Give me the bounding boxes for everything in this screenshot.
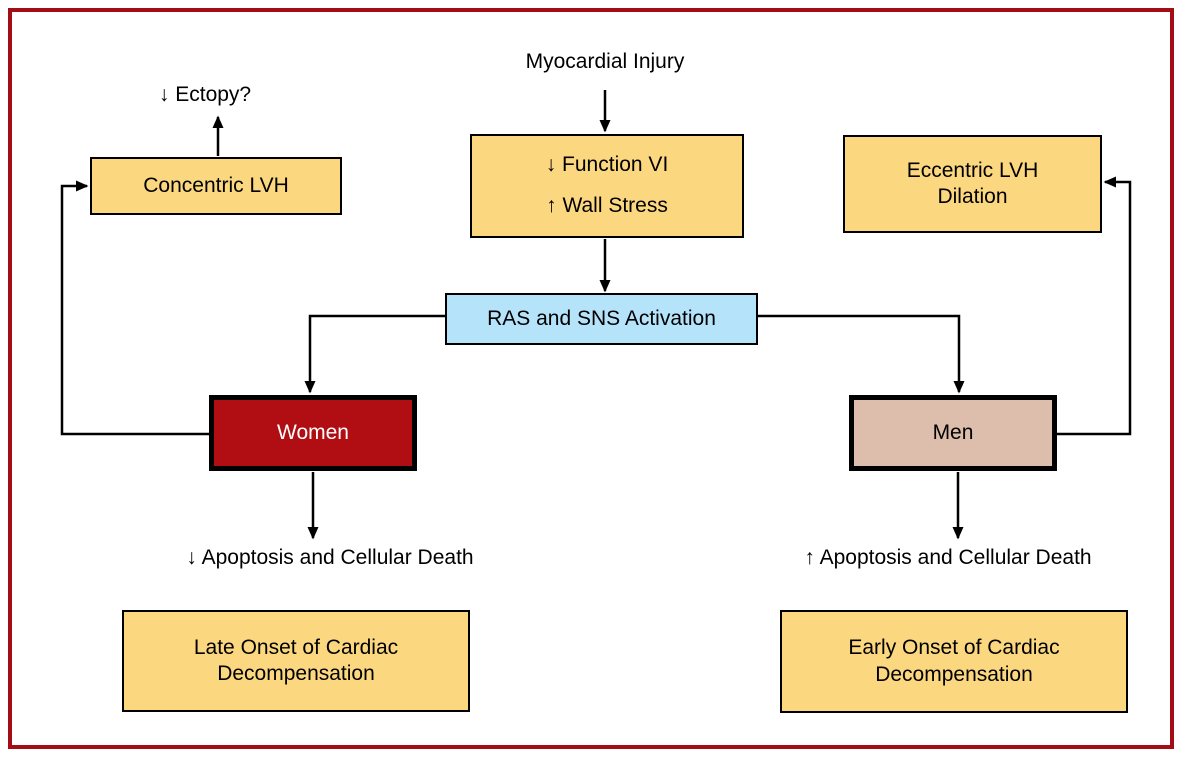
function-wall-stress-box: ↓ Function VI ↑ Wall Stress [470, 134, 744, 238]
arrow-men-feedback-to-eccentric [1057, 176, 1132, 436]
early-onset-box: Early Onset of Cardiac Decompensation [780, 610, 1128, 713]
women-box: Women [209, 395, 417, 471]
arrow-ras-to-women [304, 314, 446, 394]
ras-sns-label: RAS and SNS Activation [487, 306, 716, 330]
women-label: Women [277, 420, 349, 444]
apoptosis-left-label: ↓ Apoptosis and Cellular Death [186, 546, 474, 569]
early-decompensation-line: Decompensation [875, 662, 1033, 686]
ras-sns-box: RAS and SNS Activation [445, 293, 758, 345]
late-decompensation-line: Decompensation [217, 662, 375, 685]
concentric-lvh-box: Concentric LVH [90, 157, 342, 215]
wall-stress-line: ↑ Wall Stress [546, 194, 668, 217]
men-label: Men [932, 420, 974, 444]
eccentric-lvh-line: Eccentric LVH [906, 158, 1039, 182]
late-onset-box: Late Onset of Cardiac Decompensation [122, 610, 470, 712]
myocardial-injury-label: Myocardial Injury [525, 50, 685, 73]
late-onset-line: Late Onset of Cardiac [193, 635, 399, 659]
arrow-women-feedback-to-concentric [60, 180, 210, 436]
ectopy-label: ↓ Ectopy? [158, 83, 252, 106]
early-onset-line: Early Onset of Cardiac [848, 636, 1060, 660]
apoptosis-right-label: ↑ Apoptosis and Cellular Death [804, 546, 1092, 569]
figure-border [8, 8, 1174, 749]
function-line: ↓ Function VI [545, 153, 669, 177]
arrow-ras-to-men [757, 314, 965, 394]
eccentric-lvh-box: Eccentric LVH Dilation [843, 135, 1102, 233]
concentric-lvh-label: Concentric LVH [143, 173, 289, 197]
dilation-line: Dilation [937, 185, 1008, 208]
men-box: Men [849, 395, 1057, 471]
